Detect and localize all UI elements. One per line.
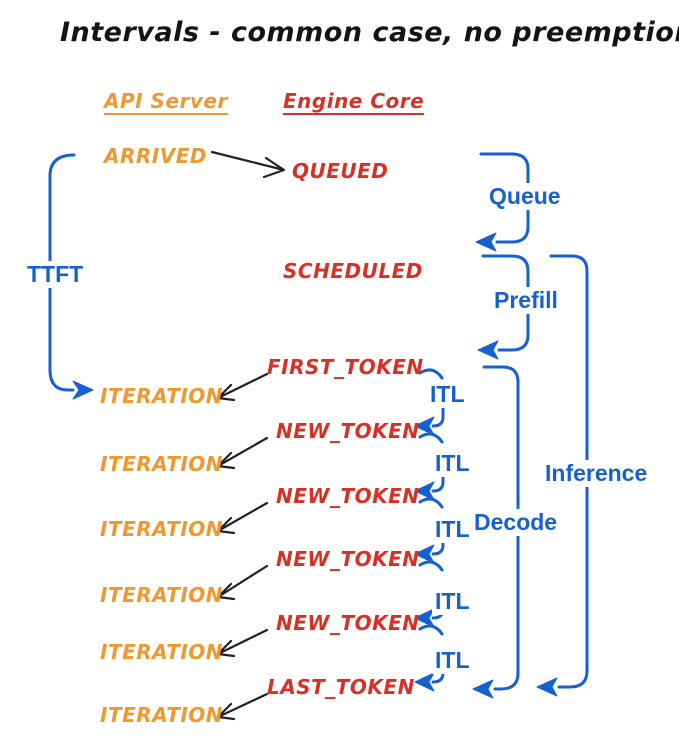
interval-inference-label: Inference	[542, 460, 651, 487]
itl-arrowhead-left-icon	[414, 544, 435, 564]
event-iteration-6: ITERATION	[100, 703, 224, 727]
ttft-bracket	[48, 153, 76, 392]
itl-arrowhead-left-icon	[414, 672, 435, 692]
decode-arrowhead-left-icon	[472, 679, 494, 699]
event-queued: QUEUED	[292, 159, 389, 183]
itl-bracket-curl	[418, 560, 444, 572]
itl-arrowhead-left-icon	[414, 608, 435, 628]
inference-arrowhead-left-icon	[536, 677, 558, 697]
arrow-new-token-to-iteration	[216, 564, 269, 601]
itl-bracket-curl	[418, 432, 444, 444]
interval-itl-label-2: ITL	[432, 450, 473, 477]
queue-arrowhead-left-icon	[475, 232, 497, 252]
interval-itl-label-5: ITL	[432, 647, 473, 674]
interval-ttft-label: TTFT	[24, 261, 87, 288]
event-new-token-1: NEW_TOKEN	[276, 419, 420, 443]
event-new-token-4: NEW_TOKEN	[276, 611, 420, 635]
arrow-first-token-to-iteration	[216, 372, 269, 402]
interval-decode-label: Decode	[471, 509, 561, 536]
itl-bracket-curl	[418, 497, 444, 509]
arrow-new-token-to-iteration	[216, 436, 269, 470]
itl-arrowhead-left-icon	[414, 481, 435, 501]
itl-bracket-curl	[418, 624, 444, 636]
itl-bracket-curl	[418, 368, 444, 380]
event-new-token-3: NEW_TOKEN	[276, 547, 420, 571]
interval-queue-label: Queue	[486, 183, 564, 210]
api-server-column-header: API Server	[104, 89, 228, 115]
event-iteration-1: ITERATION	[100, 384, 224, 408]
event-scheduled: SCHEDULED	[283, 259, 423, 283]
event-arrived: ARRIVED	[104, 144, 207, 168]
engine-core-column-header: Engine Core	[283, 89, 425, 115]
itl-arrowhead-left-icon	[414, 416, 435, 436]
event-first-token: FIRST_TOKEN	[267, 355, 424, 379]
arrow-new-token-to-iteration	[216, 501, 269, 535]
interval-itl-label-3: ITL	[432, 516, 473, 543]
interval-itl-label-4: ITL	[432, 588, 473, 615]
diagram-title: Intervals - common case, no preemptions	[60, 17, 679, 48]
event-iteration-3: ITERATION	[100, 517, 224, 541]
arrow-new-token-to-iteration	[216, 628, 269, 658]
interval-itl-label-1: ITL	[427, 381, 468, 408]
itl-bracket-hook	[431, 532, 445, 556]
event-new-token-2: NEW_TOKEN	[276, 484, 420, 508]
interval-prefill-label: Prefill	[491, 287, 561, 314]
arrow-arrived-to-queued	[210, 150, 286, 179]
event-iteration-5: ITERATION	[100, 640, 224, 664]
event-iteration-4: ITERATION	[100, 583, 224, 607]
event-iteration-2: ITERATION	[100, 452, 224, 476]
itl-bracket-hook	[431, 404, 445, 428]
arrow-last-token-to-iteration	[216, 692, 269, 721]
prefill-arrowhead-left-icon	[477, 340, 499, 360]
event-last-token: LAST_TOKEN	[267, 675, 415, 699]
ttft-arrowhead-right-icon	[72, 380, 94, 400]
itl-bracket-hook	[431, 469, 445, 493]
